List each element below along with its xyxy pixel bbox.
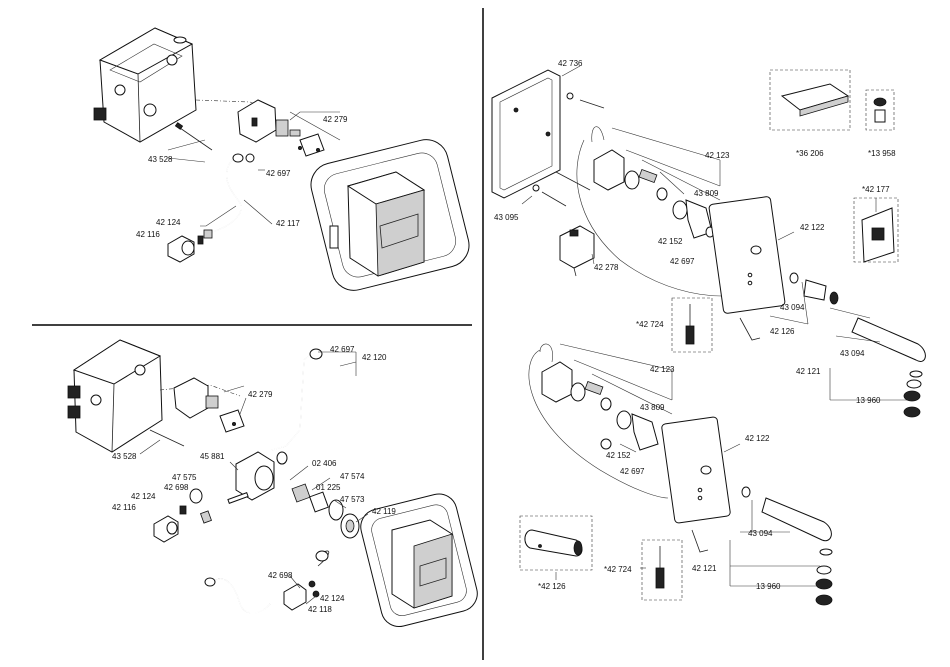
relay-module [237, 99, 289, 143]
label-r-43809b: 43 809 [640, 403, 665, 412]
label-r-43094a: 43 094 [780, 303, 805, 312]
label-r-42122a: 42 122 [800, 223, 825, 232]
mounting-box-42117 [310, 139, 470, 291]
mounting-box-42119 [360, 493, 478, 627]
label-bl-47574: 47 574 [340, 472, 365, 481]
label-tl-42279: 42 279 [323, 115, 348, 124]
label-r-42121a: 42 121 [796, 367, 821, 376]
label-bl-42698a: 42 698 [164, 483, 189, 492]
label-r-42152a: 42 152 [658, 237, 683, 246]
label-r-42126: 42 126 [770, 327, 795, 336]
label-bl-43528: 43 528 [112, 452, 137, 461]
label-tl-42117: 42 117 [276, 219, 300, 228]
label-bl-42119: 42 119 [372, 507, 396, 516]
label-bl-42120: 42 120 [362, 353, 387, 362]
label-r-42121b: 42 121 [692, 564, 717, 573]
label-r-42152b: 42 152 [606, 451, 631, 460]
label-bl-02406: 02 406 [312, 459, 337, 468]
label-tl-42697: 42 697 [266, 169, 291, 178]
spout [789, 272, 926, 362]
label-r-42736: 42 736 [558, 59, 583, 68]
solenoid-valve-2 [541, 361, 604, 403]
cover-plate-42122 [708, 196, 786, 314]
label-bl-42118: 42 118 [308, 605, 332, 614]
label-bl-42116: 42 116 [112, 503, 136, 512]
solenoid-valve [593, 149, 658, 191]
label-tl-43528: 43 528 [148, 155, 173, 164]
junction-box-2 [67, 339, 163, 453]
label-bl-01225: 01 225 [316, 483, 341, 492]
transformer-42278 [559, 225, 595, 277]
label-r-42122b: 42 122 [745, 434, 770, 443]
label-bl-42124b: 42 124 [320, 594, 345, 603]
label-r-43095: 43 095 [494, 213, 519, 222]
label-r-43809a: 43 809 [694, 189, 719, 198]
bottom-left-assembly [67, 339, 478, 627]
label-r-42177: *42 177 [862, 185, 890, 194]
label-bl-42279: 42 279 [248, 390, 273, 399]
aerator-stack-2 [815, 548, 833, 606]
label-bl-47573: 47 573 [340, 495, 365, 504]
label-r-13960a: 13 960 [856, 396, 881, 405]
valve-body-45881 [235, 451, 288, 501]
label-r-42123a: 42 123 [705, 151, 730, 160]
label-r-42278: 42 278 [594, 263, 619, 272]
label-r-42724a: *42 724 [636, 320, 664, 329]
aerator-stack-1 [903, 370, 923, 418]
relay-module-2 [173, 377, 219, 419]
cartridge-stack [291, 483, 360, 539]
label-bl-45881: 45 881 [200, 452, 225, 461]
label-r-42724b: *42 724 [604, 565, 632, 574]
label-r-13958: *13 958 [868, 149, 896, 158]
label-r-36206: *36 206 [796, 149, 824, 158]
label-r-43094c: 43 094 [748, 529, 773, 538]
top-left-assembly [93, 27, 470, 291]
mounting-frame-42736 [491, 69, 561, 199]
label-bl-42124a: 42 124 [131, 492, 156, 501]
label-bl-47575: 47 575 [172, 473, 197, 482]
label-tl-42124: 42 124 [156, 218, 181, 227]
label-r-43094b: 43 094 [840, 349, 865, 358]
label-r-42697a: 42 697 [670, 257, 695, 266]
label-r-13960b: 13 960 [756, 582, 781, 591]
right-lower-assembly [519, 343, 833, 606]
label-r-42123b: 42 123 [650, 365, 675, 374]
label-bl-42698b: 42 698 [268, 571, 293, 580]
label-tl-42116: 42 116 [136, 230, 160, 239]
label-r-42126b: *42 126 [538, 582, 566, 591]
label-bl-42697: 42 697 [330, 345, 355, 354]
right-upper-assembly [491, 65, 926, 401]
label-r-42697b: 42 697 [620, 467, 645, 476]
fitting-42116 [167, 229, 213, 263]
junction-box [93, 27, 197, 143]
